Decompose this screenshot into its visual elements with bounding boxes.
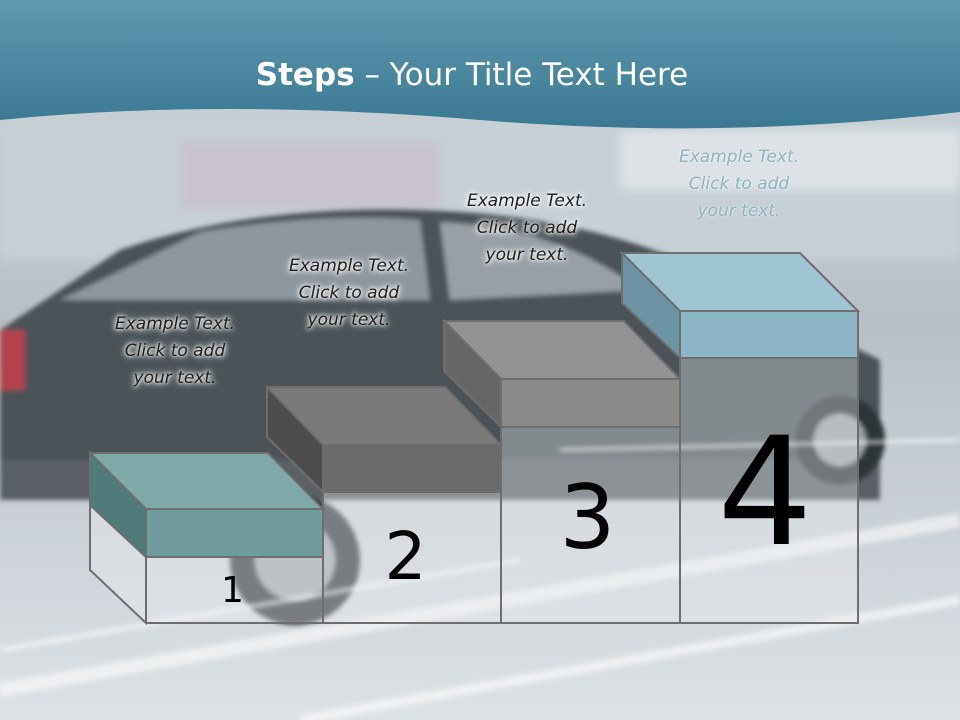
step-4-number: 4 xyxy=(717,406,813,580)
step-4-column xyxy=(679,357,859,624)
step-2-slab xyxy=(264,384,504,495)
caption-line: Click to add xyxy=(688,174,790,194)
title-text: – Your Title Text Here xyxy=(354,57,689,93)
step-3-column xyxy=(500,426,681,624)
step-1-caption[interactable]: Example Text. Click to add your text. xyxy=(80,311,270,392)
caption-line: Click to add xyxy=(124,341,226,361)
caption-line: Example Text. xyxy=(288,256,410,276)
slide-title[interactable]: Steps – Your Title Text Here xyxy=(0,52,944,98)
header-band xyxy=(0,0,960,129)
caption-line: your text. xyxy=(307,310,391,330)
caption-line: your text. xyxy=(697,201,781,221)
step-2-column xyxy=(322,491,502,624)
step-3-number: 3 xyxy=(559,466,616,569)
step-2-number: 2 xyxy=(384,518,427,595)
step-columns xyxy=(89,357,859,626)
step-3-caption[interactable]: Example Text. Click to add your text. xyxy=(432,188,622,269)
step-4-slab xyxy=(619,250,861,361)
step-4-caption[interactable]: Example Text. Click to add your text. xyxy=(644,144,834,225)
step-1-slab xyxy=(87,450,326,560)
caption-line: Example Text. xyxy=(678,147,800,167)
caption-line: your text. xyxy=(133,368,217,388)
caption-line: Example Text. xyxy=(466,191,588,211)
caption-line: your text. xyxy=(485,245,569,265)
step-2-caption[interactable]: Example Text. Click to add your text. xyxy=(254,253,444,334)
step-1-number: 1 xyxy=(221,570,244,611)
caption-line: Click to add xyxy=(298,283,400,303)
step-3-slab xyxy=(441,318,683,430)
title-bold-word: Steps xyxy=(255,57,355,93)
caption-line: Click to add xyxy=(476,218,578,238)
caption-line: Example Text. xyxy=(114,314,236,334)
